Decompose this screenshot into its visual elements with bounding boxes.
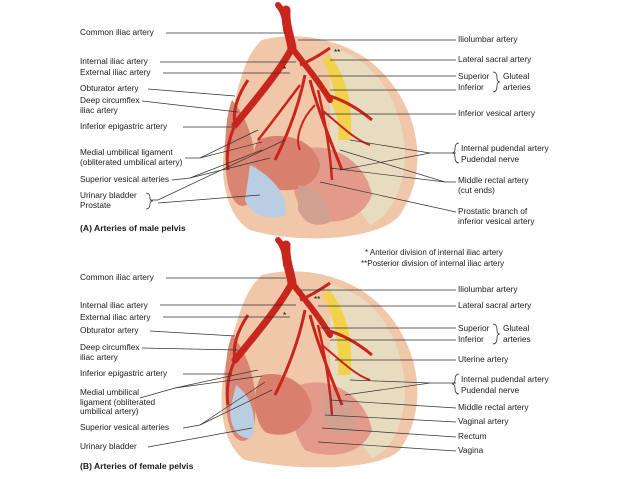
label-gluteal-arteries-female: Gluteal arteries (503, 323, 531, 344)
label-uterine-female: Uterine artery (458, 354, 509, 364)
svg-text:**: ** (314, 295, 320, 304)
label-internal-iliac-male: Internal iliac artery (80, 56, 148, 66)
label-vagina-female: Vagina (458, 445, 484, 455)
label-deep-circumflex-male: Deep circumflex iliac artery (80, 95, 140, 115)
label-rectum-female: Rectum (458, 431, 487, 441)
caption-male: (A) Arteries of male pelvis (80, 223, 186, 233)
gluteal-brace-female (492, 323, 501, 345)
label-middle-rectal-female: Middle rectal artery (458, 402, 529, 412)
caption-female: (B) Arteries of female pelvis (80, 461, 194, 471)
label-medial-umbilical-female: Medial umbilical ligament (obliterated u… (80, 387, 156, 416)
label-internal-external-female: Internal iliac artery External iliac art… (80, 300, 151, 322)
label-iliolumbar-male: Iliolumbar artery (458, 34, 518, 44)
label-middle-rectal-male: Middle rectal artery (cut ends) (458, 175, 529, 195)
label-int-pudendal-male: Internal pudendal artery Pudendal nerve (461, 143, 549, 164)
label-inferior-epigastric-male: Inferior epigastric artery (80, 121, 168, 131)
label-lateral-sacral-male: Lateral sacral artery (458, 54, 532, 64)
label-inferior-vesical-male: Inferior vesical artery (458, 108, 536, 118)
label-int-pudendal-female: Internal pudendal artery Pudendal nerve (461, 374, 549, 395)
note-anterior: * Anterior division of internal iliac ar… (365, 248, 503, 257)
label-obturator-male: Obturator artery (80, 83, 139, 93)
label-bladder-prostate-male: Urinary bladder Prostate (80, 190, 137, 210)
label-common-iliac-female: Common iliac artery (80, 272, 154, 282)
label-iliolumbar-female: Iliolumbar artery (458, 284, 518, 294)
svg-text:*: * (283, 311, 286, 320)
label-vaginal-artery-female: Vaginal artery (458, 416, 509, 426)
label-gluteal-sup-inf-male: Superior Inferior (458, 71, 490, 92)
label-gluteal-sup-inf-female: Superior Inferior (458, 323, 490, 344)
label-prostatic-branch-male: Prostatic branch of inferior vesical art… (458, 206, 535, 226)
label-superior-vesical-female: Superior vesical arteries (80, 422, 169, 432)
gluteal-brace-male (492, 71, 501, 93)
label-superior-vesical-male: Superior vesical arteries (80, 174, 169, 184)
bladder-brace-male (145, 192, 154, 210)
label-inferior-epigastric-female: Inferior epigastric artery (80, 368, 168, 378)
label-gluteal-arteries-male: Gluteal arteries (503, 71, 531, 92)
label-external-iliac-male: External iliac artery (80, 67, 151, 77)
svg-text:**: ** (334, 48, 340, 57)
pudendal-brace-male (451, 142, 460, 164)
label-urinary-bladder-female: Urinary bladder (80, 441, 137, 451)
label-obturator-female: Obturator artery (80, 325, 139, 335)
note-posterior: **Posterior division of internal iliac a… (361, 259, 505, 268)
label-common-iliac-male: Common iliac artery (80, 27, 154, 37)
label-medial-umbilical-male: Medial umbilical ligament (obliterated u… (80, 147, 183, 167)
pudendal-brace-female (451, 373, 460, 395)
label-lateral-sacral-female: Lateral sacral artery (458, 300, 532, 310)
label-deep-circumflex-female: Deep circumflex iliac artery (80, 342, 140, 362)
svg-text:*: * (283, 65, 286, 74)
